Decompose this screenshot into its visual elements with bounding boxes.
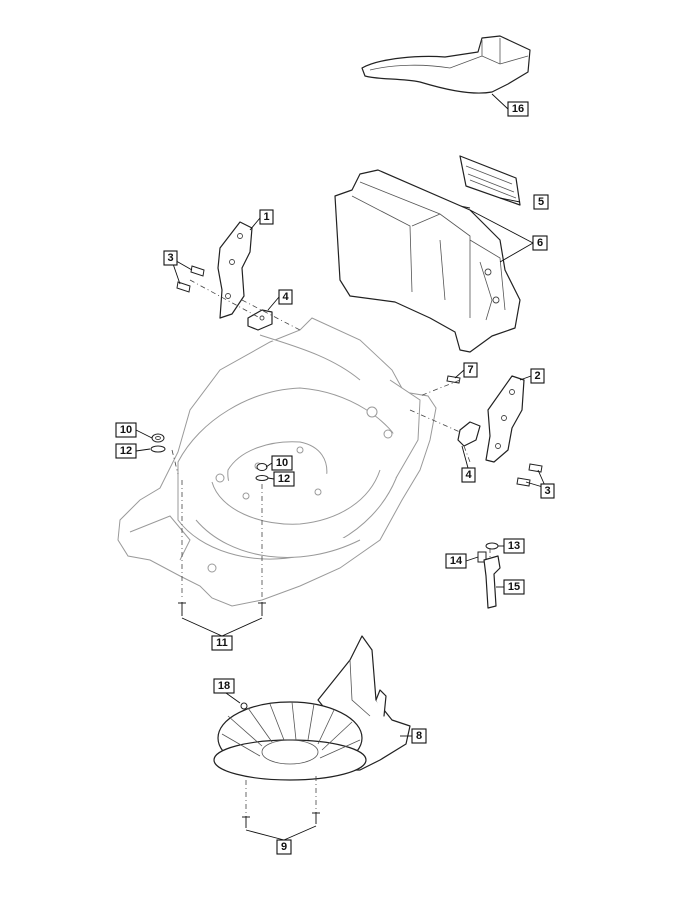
svg-text:11: 11 — [216, 637, 228, 649]
svg-text:4: 4 — [282, 291, 289, 303]
part-1-bracket-left — [217, 221, 253, 319]
callout-12-left: 12 — [115, 443, 137, 459]
part-3-screws-left — [176, 265, 205, 293]
callout-13: 13 — [503, 538, 525, 554]
part-4-clip-left — [247, 309, 273, 331]
callout-2: 2 — [530, 368, 545, 384]
svg-text:5: 5 — [538, 196, 544, 208]
callout-6: 6 — [532, 235, 548, 251]
callout-10-center: 10 — [271, 455, 293, 471]
svg-text:7: 7 — [467, 364, 473, 376]
callout-1: 1 — [259, 209, 274, 225]
part-18-bowl — [213, 701, 367, 781]
part-5-flap — [459, 155, 521, 206]
part-6-rear-housing — [334, 169, 521, 353]
part-7-screw — [446, 375, 461, 384]
svg-text:10: 10 — [120, 424, 132, 436]
callout-4-left: 4 — [278, 289, 293, 305]
svg-text:3: 3 — [544, 485, 550, 497]
assembly-lines — [171, 279, 491, 814]
svg-text:1: 1 — [263, 211, 269, 223]
part-10-nut-center — [256, 463, 268, 471]
svg-text:16: 16 — [512, 103, 524, 115]
svg-text:12: 12 — [120, 445, 132, 457]
callout-4-right: 4 — [461, 467, 476, 483]
part-16-cover — [361, 35, 531, 94]
svg-text:14: 14 — [450, 555, 463, 567]
svg-text:9: 9 — [281, 841, 287, 853]
part-9-screws — [242, 812, 320, 828]
svg-text:8: 8 — [416, 730, 422, 742]
svg-text:2: 2 — [534, 370, 540, 382]
part-13-washer — [485, 542, 499, 550]
svg-text:10: 10 — [276, 457, 288, 469]
svg-text:12: 12 — [278, 473, 290, 485]
callout-12-center: 12 — [273, 471, 295, 487]
part-11-screws — [178, 602, 266, 616]
callout-15: 15 — [503, 579, 525, 595]
callout-16: 16 — [507, 101, 529, 117]
callout-5: 5 — [533, 194, 549, 210]
svg-text:6: 6 — [537, 237, 543, 249]
svg-text:3: 3 — [167, 252, 173, 264]
callout-3-left: 3 — [163, 250, 178, 266]
callout-18: 18 — [213, 678, 235, 694]
part-12-washer-left — [150, 445, 166, 453]
part-15-axle — [483, 555, 501, 609]
svg-text:4: 4 — [465, 469, 472, 481]
svg-text:18: 18 — [218, 680, 230, 692]
callout-8: 8 — [411, 728, 427, 744]
callout-14: 14 — [445, 553, 467, 569]
callout-10-left: 10 — [115, 422, 137, 438]
callout-3-right: 3 — [540, 483, 555, 499]
svg-text:15: 15 — [508, 581, 520, 593]
part-2-bracket-right — [485, 375, 525, 463]
svg-text:13: 13 — [508, 540, 520, 552]
part-12-washer-center — [255, 475, 269, 481]
callout-7: 7 — [463, 362, 478, 378]
part-4-clip-right — [457, 421, 481, 447]
callout-9: 9 — [276, 839, 292, 855]
part-3-screws-right — [516, 463, 543, 487]
part-10-nut-left — [151, 433, 165, 443]
callout-11: 11 — [211, 635, 233, 651]
